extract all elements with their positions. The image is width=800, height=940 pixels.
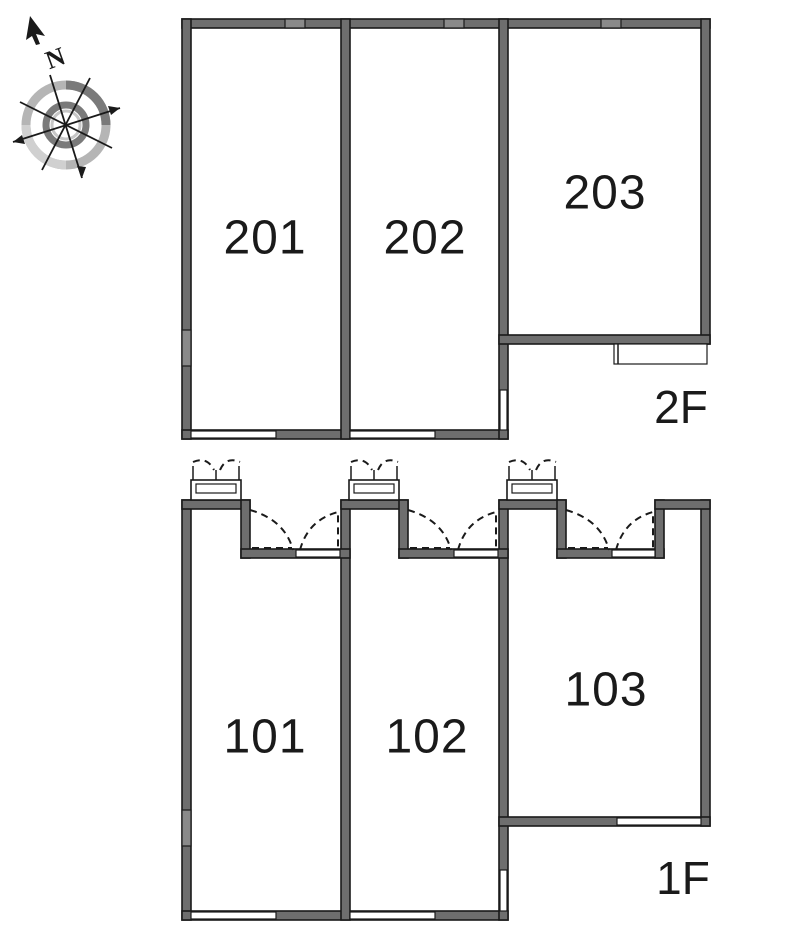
room-label-201: 201: [223, 211, 307, 265]
floor-label-1f: 1F: [656, 852, 710, 904]
entry-box-101: [190, 459, 242, 501]
entry-box-102: [348, 459, 400, 501]
floor-label-2f: 2F: [654, 381, 708, 433]
floor-2f-plan: [181, 18, 711, 440]
floor-1f-plan: [181, 459, 711, 921]
room-label-202: 202: [383, 211, 467, 265]
room-label-101: 101: [223, 710, 307, 764]
entry-box-103: [506, 459, 558, 501]
room-label-102: 102: [385, 710, 469, 764]
north-label: N: [42, 41, 70, 75]
north-compass-icon: N: [12, 16, 121, 179]
room-label-103: 103: [564, 663, 648, 717]
room-label-203: 203: [563, 166, 647, 220]
